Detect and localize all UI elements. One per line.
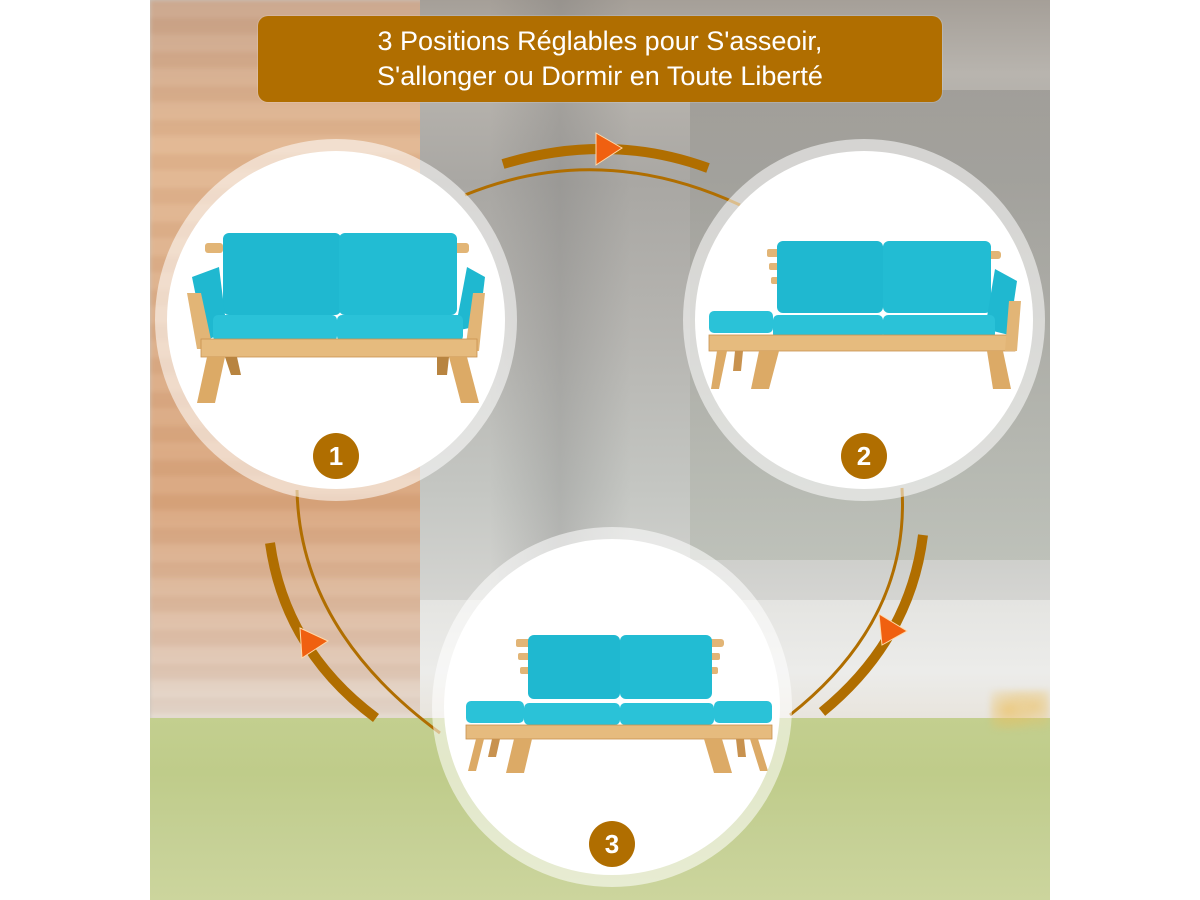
position-3-image: 3	[444, 539, 780, 875]
arrow-head-up-icon	[299, 627, 330, 659]
cycle-arrows	[265, 132, 928, 735]
thin-arc-3-1	[295, 489, 441, 735]
arrow-head-down-icon	[878, 613, 908, 646]
position-1-image: 1	[167, 151, 505, 489]
position-number-badge: 3	[589, 821, 635, 867]
daybed-mode-illustration	[465, 635, 773, 773]
banner-line-2: S'allonger ou Dormir en Toute Liberté	[377, 61, 823, 91]
sofa-mode-illustration	[187, 233, 485, 403]
banner-line-1: 3 Positions Réglables pour S'asseoir,	[377, 26, 823, 56]
position-number-badge: 2	[841, 433, 887, 479]
chaise-mode-illustration	[708, 241, 1021, 389]
position-3-panel: 3	[432, 527, 792, 887]
thin-arc-2-3	[789, 487, 904, 717]
position-1-panel: 1	[155, 139, 517, 501]
background-flowers	[990, 690, 1050, 730]
position-2-image: 2	[695, 151, 1033, 489]
position-2-panel: 2	[683, 139, 1045, 501]
thick-arc-left	[265, 542, 379, 723]
position-number-badge: 1	[313, 433, 359, 479]
product-infographic: 3 Positions Réglables pour S'asseoir, S'…	[150, 0, 1050, 900]
arrow-head-right-icon	[595, 132, 623, 166]
title-banner: 3 Positions Réglables pour S'asseoir, S'…	[258, 16, 942, 102]
thin-arc-1-2	[464, 168, 741, 207]
